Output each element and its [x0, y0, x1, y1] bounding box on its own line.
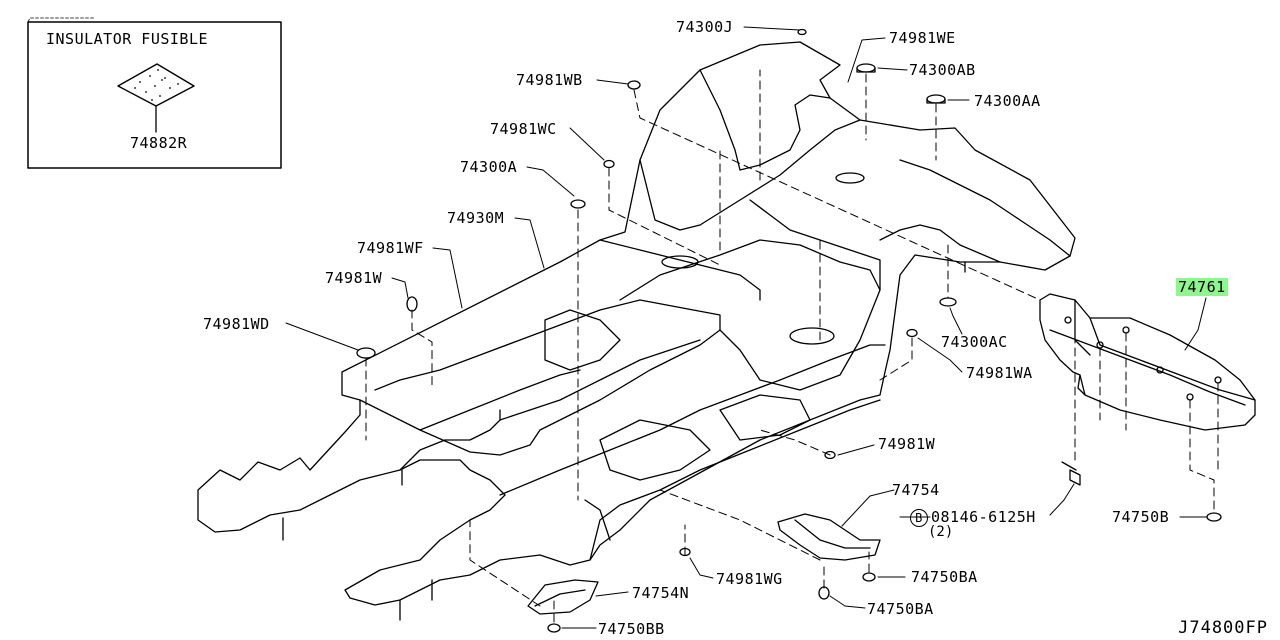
part-label-74300J[interactable]: 74300J [676, 18, 734, 36]
part-label-74300A[interactable]: 74300A [460, 158, 518, 176]
dashed-guide-lines [365, 69, 1219, 623]
heat-insulator-74761 [1039, 293, 1256, 431]
clips-grommets [356, 28, 1222, 633]
diagram-code: J74800FP [1178, 618, 1268, 638]
part-label-74981W-left[interactable]: 74981W [325, 269, 383, 287]
part-label-74930M[interactable]: 74930M [447, 209, 505, 227]
part-label-74750BA-1[interactable]: 74750BA [911, 568, 978, 586]
floor-panel-assembly [197, 41, 1076, 621]
part-label-74981W-right[interactable]: 74981W [878, 435, 936, 453]
part-label-74981WD[interactable]: 74981WD [203, 315, 270, 333]
part-label-74750BB[interactable]: 74750BB [598, 620, 665, 638]
part-label-74981WA[interactable]: 74981WA [966, 364, 1033, 382]
part-label-74981WE[interactable]: 74981WE [889, 29, 956, 47]
part-label-74981WG[interactable]: 74981WG [716, 570, 783, 588]
part-label-74300AA[interactable]: 74300AA [974, 92, 1041, 110]
part-label-74750BA-2[interactable]: 74750BA [867, 600, 934, 618]
part-label-74981WC[interactable]: 74981WC [490, 120, 557, 138]
insulator-74754N [527, 579, 599, 615]
inset-title: INSULATOR FUSIBLE [46, 30, 209, 48]
part-label-74882R[interactable]: 74882R [130, 134, 188, 152]
part-label-74981WB[interactable]: 74981WB [516, 71, 583, 89]
leader-lines [285, 26, 1208, 629]
bolt-quantity: (2) [928, 524, 954, 540]
insulator-fusible-pad-icon [117, 63, 195, 133]
bolt-b-marker-icon: B [910, 509, 928, 527]
insulator-74754 [777, 513, 881, 561]
bolt-part-number: 08146-6125H [931, 508, 1036, 526]
part-label-74761[interactable]: 74761 [1176, 278, 1228, 296]
inset-box [27, 17, 282, 169]
part-label-74750B[interactable]: 74750B [1112, 508, 1170, 526]
part-label-74300AC[interactable]: 74300AC [941, 333, 1008, 351]
part-label-74754[interactable]: 74754 [892, 481, 940, 499]
part-label-74300AB[interactable]: 74300AB [909, 61, 976, 79]
highlighted-part-74761: 74761 [1176, 278, 1228, 296]
part-label-74754N[interactable]: 74754N [632, 584, 690, 602]
part-label-74981WF[interactable]: 74981WF [357, 239, 424, 257]
